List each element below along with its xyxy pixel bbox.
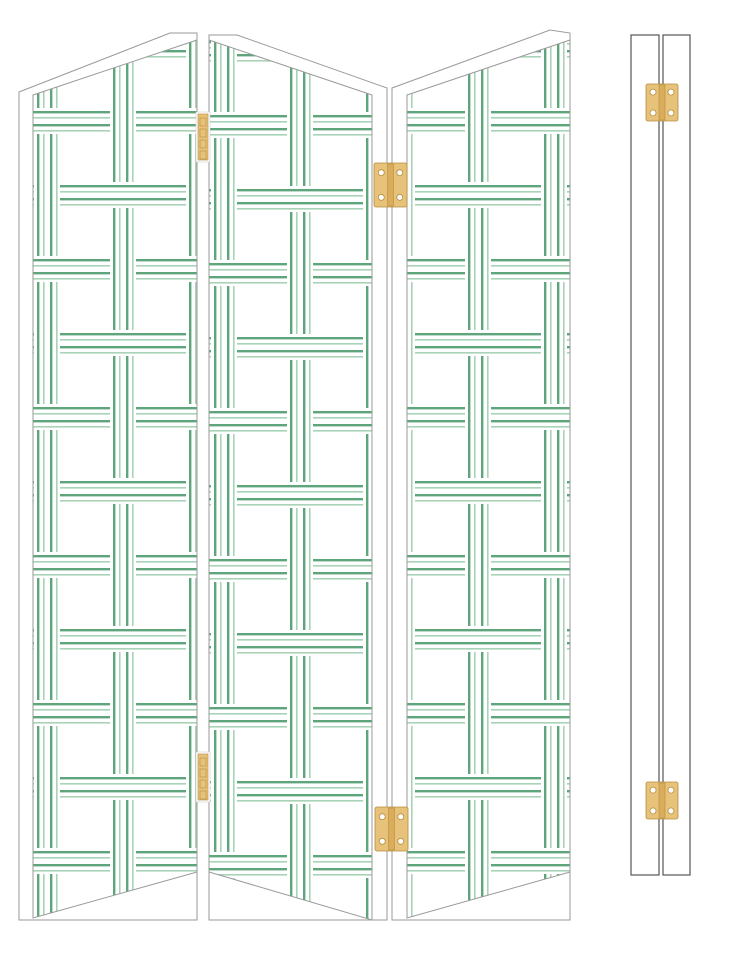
hinge-icon [373, 162, 408, 208]
screen-panel-3 [391, 29, 571, 921]
screen-panel-1 [18, 32, 198, 921]
lattice-insert [406, 39, 571, 919]
side-view-panel [630, 34, 660, 876]
hinge-icon [195, 111, 211, 163]
side-view-panel [662, 34, 691, 876]
hinge-icon [195, 751, 211, 803]
screen-panels [18, 29, 571, 921]
hinge-icon [645, 83, 679, 122]
lattice-insert [208, 39, 373, 921]
side-view [630, 34, 691, 876]
hinge-icon [645, 781, 679, 820]
screen-panel-2 [208, 34, 388, 921]
hinges [195, 111, 409, 852]
hinge-icon [374, 806, 409, 852]
lattice-insert [32, 39, 198, 919]
